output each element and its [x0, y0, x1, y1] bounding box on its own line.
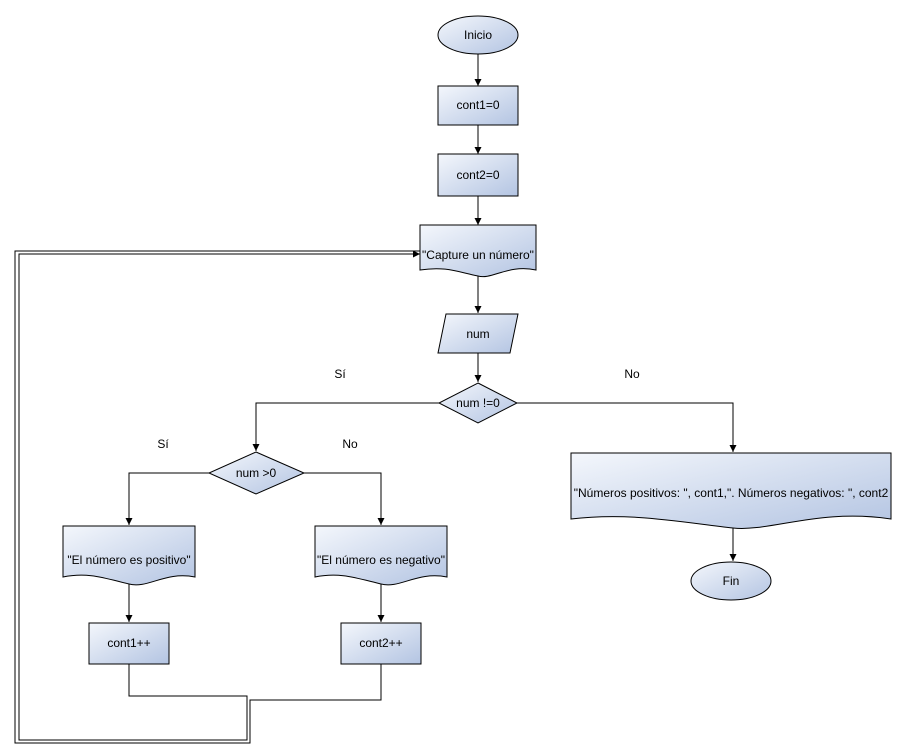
edge-label-positive-no: No — [342, 437, 358, 451]
output-negative-document-shape — [314, 525, 448, 586]
decision-nonzero-shape — [437, 382, 519, 424]
node-inc-cont2[interactable]: cont2++ — [340, 622, 422, 665]
decision-nonzero-label: num !=0 — [456, 396, 500, 410]
node-output-negative[interactable]: "El número es negativo" — [314, 525, 448, 586]
node-inc-cont1[interactable]: cont1++ — [88, 622, 170, 665]
node-end[interactable]: Fin — [690, 561, 772, 601]
edge-labels: Sí No Sí No — [157, 367, 640, 451]
init-cont1-process-shape — [437, 85, 519, 126]
end-label: Fin — [723, 574, 740, 588]
edge-label-nonzero-yes: Sí — [334, 367, 346, 381]
edge-label-nonzero-no: No — [624, 367, 640, 381]
start-label: Inicio — [464, 28, 492, 42]
end-terminator-shape — [690, 561, 772, 601]
decision-positive-label: num >0 — [236, 466, 277, 480]
start-terminator-shape — [437, 15, 519, 55]
edge-positive-no — [304, 472, 385, 525]
output-negative-label: "El número es negativo" — [317, 553, 445, 567]
node-init-cont1[interactable]: cont1=0 — [437, 85, 519, 126]
output-result-document-shape — [570, 452, 892, 529]
node-decision-nonzero[interactable]: num !=0 — [437, 382, 519, 424]
edge-inc1-loop-back — [18, 250, 420, 741]
init-cont2-process-shape — [437, 153, 519, 197]
output-positive-document-shape — [62, 525, 196, 586]
output-positive-label: "El número es positivo" — [67, 553, 190, 567]
input-num-label: num — [466, 327, 489, 341]
prompt-display-shape — [419, 224, 537, 278]
node-output-result[interactable]: "Números positivos: ", cont1,". Números … — [570, 452, 892, 529]
node-input-num[interactable]: num — [437, 313, 519, 354]
init-cont2-label: cont2=0 — [456, 168, 499, 182]
init-cont1-label: cont1=0 — [456, 98, 499, 112]
prompt-label: "Capture un número" — [422, 248, 534, 262]
edge-positive-yes — [125, 472, 209, 525]
inc-cont2-label: cont2++ — [359, 636, 402, 650]
node-init-cont2[interactable]: cont2=0 — [437, 153, 519, 197]
decision-positive-shape — [207, 451, 306, 495]
edge-decision-no — [517, 402, 737, 452]
node-start[interactable]: Inicio — [437, 15, 519, 55]
output-result-label: "Números positivos: ", cont1,". Números … — [574, 486, 889, 500]
inc-cont1-label: cont1++ — [107, 636, 150, 650]
input-num-io-shape — [437, 313, 519, 354]
node-output-positive[interactable]: "El número es positivo" — [62, 525, 196, 586]
inc-cont1-process-shape — [88, 622, 170, 665]
edge-inc2-loop-back — [14, 250, 420, 744]
node-decision-positive[interactable]: num >0 — [207, 451, 306, 495]
inc-cont2-process-shape — [340, 622, 422, 665]
node-prompt[interactable]: "Capture un número" — [419, 224, 537, 278]
edge-decision-yes — [252, 402, 439, 451]
edge-label-positive-yes: Sí — [157, 437, 169, 451]
